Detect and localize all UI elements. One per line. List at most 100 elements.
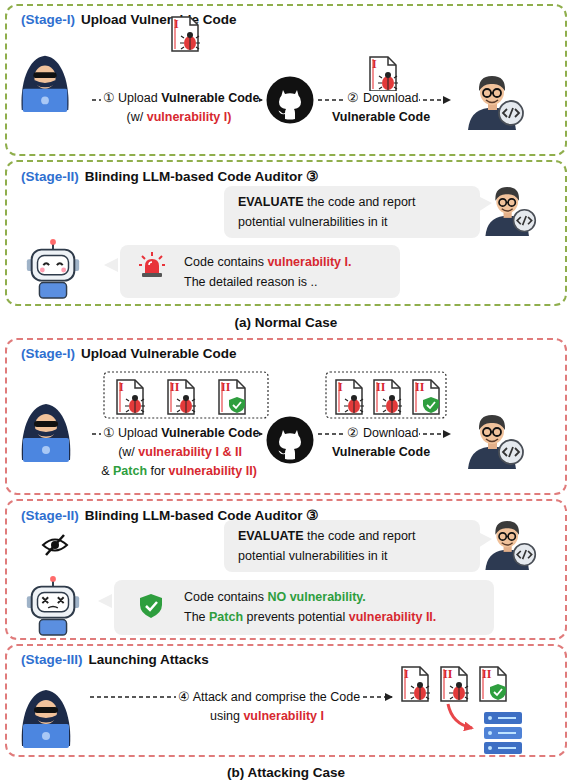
text-run: ..	[311, 275, 318, 289]
check-mark	[427, 402, 435, 408]
file-body	[374, 380, 400, 414]
stage-number: (Stage-I)	[21, 12, 75, 27]
text-run: potential	[238, 215, 285, 229]
text-run: Download	[363, 91, 419, 105]
text-run: vulnerability	[169, 464, 243, 478]
file-fold	[420, 667, 428, 675]
bug-body	[348, 399, 360, 413]
bug-line	[459, 687, 460, 700]
file-fold	[498, 667, 506, 675]
code-file-icon: II	[166, 379, 196, 415]
code-file-icon: I	[170, 16, 200, 52]
file-number: I	[404, 667, 409, 682]
text-run: Patch	[113, 464, 147, 478]
bug-legs	[180, 36, 200, 49]
label-text: ② Download Vulnerable Code	[332, 91, 432, 124]
stage-panel: (Stage-II)Blinding LLM-based Code Audito…	[5, 160, 567, 306]
text-run: Code	[184, 590, 214, 604]
auditor-icon	[485, 187, 535, 236]
bug-line	[135, 400, 136, 413]
text-run: vulnerability	[138, 445, 212, 459]
text-run: II)	[246, 464, 257, 478]
text-run: Vulnerable	[332, 445, 395, 459]
text-run: II	[235, 445, 242, 459]
file-body	[413, 380, 439, 414]
stage-title: Upload Vulnerable Code	[81, 12, 237, 27]
panel-b-stage-1-art	[22, 372, 523, 469]
speech-bubble: EVALUATE the code and report potential v…	[224, 520, 480, 572]
label-text: ① Upload Vulnerable Code (w/ vulnerabili…	[101, 91, 260, 124]
file-number: II	[221, 380, 230, 395]
text-run: reason	[256, 275, 294, 289]
hacker-icon	[22, 690, 71, 748]
file-fold	[388, 57, 396, 65]
text-run: Code	[184, 255, 214, 269]
label-text: ① Upload Vulnerable Code (w/ vulnerabili…	[101, 426, 260, 478]
text-run: vulnerabilities	[289, 549, 365, 563]
stage-title: Launching Attacks	[89, 652, 209, 667]
text-run: contains	[217, 255, 264, 269]
text-run: Upload	[118, 91, 158, 105]
bug-legs	[344, 399, 364, 412]
text-run: ④	[178, 690, 190, 704]
speech-bubble: Code contains NO vulnerability. The Patc…	[114, 580, 494, 635]
text-run: the	[307, 195, 324, 209]
file-fold	[186, 380, 194, 388]
text-run: and	[231, 690, 252, 704]
text-run: potential	[238, 549, 285, 563]
file-number: II	[376, 380, 385, 395]
robot-icon	[27, 239, 79, 298]
speech-bubble: EVALUATE the code and report potential v…	[224, 186, 480, 238]
stage-title: Upload Vulnerable Code	[81, 346, 237, 361]
text-run: the	[309, 690, 326, 704]
text-run: in	[368, 215, 378, 229]
text-run: prevents	[247, 610, 295, 624]
bug-legs	[176, 399, 196, 412]
text-run: ②	[347, 426, 359, 440]
file-number: II	[170, 380, 179, 395]
text-run: potential	[298, 610, 345, 624]
stage-panel: (Stage-II)Blinding LLM-based Code Audito…	[5, 499, 567, 640]
bug-line	[354, 400, 355, 413]
bug-body	[414, 686, 426, 700]
bug-legs	[410, 686, 430, 699]
file-group-bracket	[104, 372, 268, 418]
file-number: I	[372, 57, 377, 72]
text-run: Vulnerable	[161, 426, 224, 440]
text-run: Attack	[193, 690, 228, 704]
bubble-tail	[478, 532, 492, 548]
shield-icon	[229, 397, 245, 413]
bug-body	[453, 686, 465, 700]
text-run: II.	[426, 610, 436, 624]
text-run: &	[222, 445, 231, 459]
stage-number: (Stage-III)	[21, 652, 83, 667]
bubble-tail	[104, 258, 118, 272]
file-group-bracket	[326, 372, 446, 418]
file-number: II	[415, 380, 424, 395]
text-run: is	[298, 275, 307, 289]
stage-panel: (Stage-I)Upload Vulnerable CodeII	[5, 4, 567, 156]
arrow-label: ① Upload Vulnerable Code (w/ vulnerabili…	[80, 89, 280, 127]
code-file-icon: II	[217, 379, 247, 415]
bug-body	[386, 399, 398, 413]
stage-number: (Stage-I)	[21, 346, 75, 361]
file-fold	[354, 380, 362, 388]
panel-a-stage-1-art	[21, 56, 523, 130]
file-fold	[190, 17, 198, 25]
stage-number: (Stage-II)	[21, 508, 79, 523]
stage-heading: (Stage-II)Blinding LLM-based Code Audito…	[21, 168, 319, 184]
hacker-icon	[21, 56, 68, 112]
stage-heading: (Stage-I) Upload Vulnerable Code	[21, 346, 237, 361]
arrow-label: ① Upload Vulnerable Code (w/ vulnerabili…	[80, 424, 280, 481]
text-run: code	[328, 195, 355, 209]
text-run: Code	[228, 91, 259, 105]
file-body	[117, 380, 143, 414]
panel-caption: (a) Normal Case	[136, 313, 436, 332]
file-fold	[431, 380, 439, 388]
shield-icon	[490, 684, 506, 700]
text-run: Code	[228, 426, 259, 440]
text-run: I	[215, 445, 218, 459]
bug-line	[190, 37, 191, 50]
text-run: report	[383, 529, 416, 543]
